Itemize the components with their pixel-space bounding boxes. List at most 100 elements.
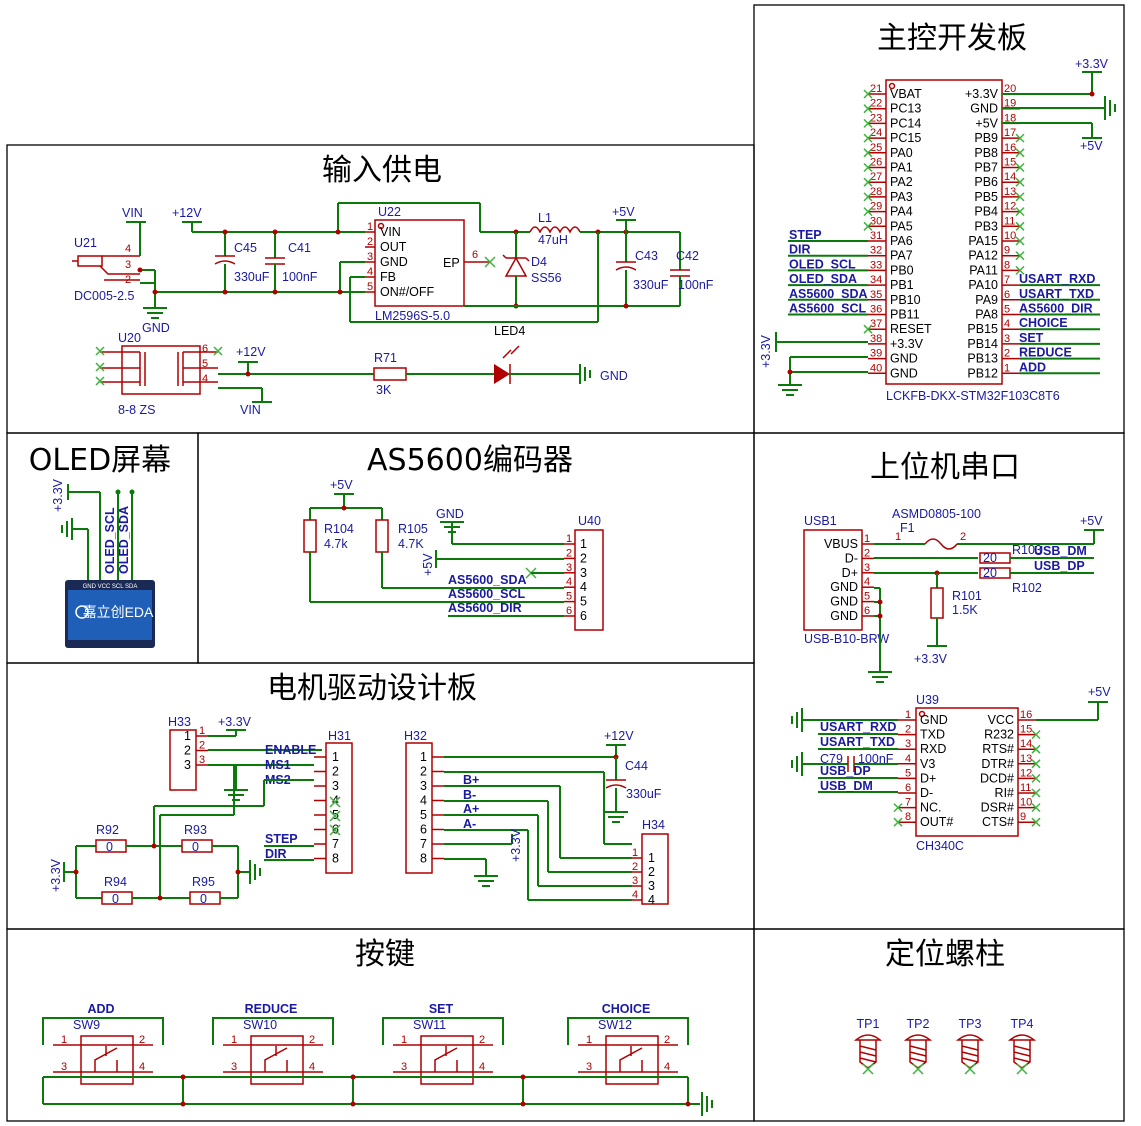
mcu-pin-name: PA1 [890, 161, 913, 175]
mcu-pin-name: PB15 [967, 322, 998, 336]
u39-pin-num: 15 [1020, 724, 1032, 736]
key-body [80, 1035, 134, 1085]
c43 [615, 261, 637, 271]
gnd-symbol [791, 752, 803, 776]
mcu-pin-num: 11 [1004, 215, 1015, 227]
d4-diode [502, 254, 530, 277]
usb1-ref: USB1 [804, 514, 837, 528]
r103-ref: R103 [1012, 543, 1042, 557]
mcu-pin-num: 40 [870, 362, 882, 374]
no-connect [863, 133, 873, 143]
phase-a-plus: A+ [463, 802, 479, 816]
f1-ref: F1 [900, 521, 915, 535]
no-connect [1031, 759, 1041, 769]
c45-val: 330uF [234, 270, 270, 284]
junction [520, 1101, 526, 1107]
c79-ref: C79 [820, 752, 843, 766]
key-pin4: 4 [139, 1061, 145, 1073]
f1-pin2: 2 [960, 531, 966, 543]
h31-ref: H31 [328, 729, 351, 743]
no-connect [912, 1063, 924, 1075]
u39-net-dm: USB_DM [820, 779, 873, 793]
u21-pin4: 4 [125, 243, 131, 255]
u39-pin-name: RI# [995, 786, 1015, 800]
u40-pin-num-left: 2 [566, 547, 572, 559]
mcu-pin-num: 29 [870, 201, 882, 213]
mount-tp1: TP1 [853, 1017, 883, 1075]
dc-jack-pins [99, 265, 140, 281]
u22-pin-num: 1 [367, 221, 373, 233]
usb-pin-name: GND [830, 609, 858, 623]
motor-12v: +12V [604, 729, 634, 743]
c42-val: 100nF [678, 278, 714, 292]
mcu-pin-num: 22 [870, 98, 882, 110]
key-net-wire [212, 1017, 334, 1045]
no-connect [1031, 730, 1041, 740]
r95-ref: R95 [192, 875, 215, 889]
mcu-pin-name: PA12 [968, 249, 998, 263]
mcu-pin-num: 37 [870, 318, 882, 330]
enc-net-dir: AS5600_DIR [448, 601, 522, 615]
section-frames [6, 4, 1125, 1122]
screw-head [1007, 1034, 1037, 1041]
u39-body [915, 707, 1019, 837]
key-pin3: 3 [401, 1061, 407, 1073]
r104-resistor [303, 519, 317, 553]
mcu-pin-name: PB13 [967, 352, 998, 366]
enc-gnd: GND [436, 507, 464, 521]
f1-fuse [924, 538, 958, 550]
vin-label: VIN [122, 206, 143, 220]
u22-pin-num: 5 [367, 281, 373, 293]
no-connect [1015, 236, 1025, 246]
junction [685, 1101, 691, 1107]
enc-net-scl: AS5600_SCL [448, 587, 525, 601]
usb-pin-name: D- [845, 551, 858, 565]
u39-part: CH340C [916, 839, 964, 853]
mcu-pin-name: PB9 [974, 131, 998, 145]
phase-a-minus: A- [463, 817, 476, 831]
u22-pin-name: VIN [380, 225, 401, 239]
u22-pin-name: ON#/OFF [380, 285, 435, 299]
cloud-icon [75, 605, 89, 619]
no-connect [863, 207, 873, 217]
key-pin2: 2 [139, 1034, 145, 1046]
r93-ref: R93 [184, 823, 207, 837]
u39-pin-name: OUT# [920, 815, 953, 829]
no-connect [1015, 148, 1025, 158]
mcu-part: LCKFB-DKX-STM32F103C8T6 [886, 389, 1060, 403]
screw-thread [1013, 1040, 1031, 1069]
key-pin4: 4 [479, 1061, 485, 1073]
gnd-symbol [61, 518, 73, 540]
u20-pins [100, 351, 218, 383]
c45 [214, 255, 236, 265]
h34-pin-num-left: 2 [632, 861, 638, 873]
gnd-symbol [249, 860, 261, 884]
title-oled: OLED屏幕 [29, 443, 171, 478]
motor-net-step: STEP [265, 832, 298, 846]
mcu-pin-name: PA0 [890, 146, 913, 160]
u22-pin-name: GND [380, 255, 408, 269]
d4-val: SS56 [531, 271, 562, 285]
u22-pin-name: OUT [380, 240, 407, 254]
led4-rays [502, 345, 520, 359]
h31-body [325, 742, 353, 874]
u40-pin-num: 3 [580, 566, 587, 580]
u39-pin-name: R232 [984, 728, 1014, 742]
mcu-net-step: STEP [789, 228, 822, 242]
mcu-pin-name: PB7 [974, 161, 998, 175]
h34-pin-num: 1 [648, 851, 655, 865]
key-pin2: 2 [664, 1034, 670, 1046]
screw-head [903, 1034, 933, 1041]
r95-val: 0 [200, 892, 207, 906]
mcu-net-as5600_scl: AS5600_SCL [789, 302, 866, 316]
u39-pin-name: VCC [988, 713, 1014, 727]
r92-ref: R92 [96, 823, 119, 837]
u20-part: 8-8 ZS [118, 403, 156, 417]
mcu-pin-num: 10 [1004, 230, 1016, 242]
u39-pin-name: DTR# [981, 757, 1014, 771]
l1-val: 47uH [538, 233, 568, 247]
mcu-pin-name: PB8 [974, 146, 998, 160]
